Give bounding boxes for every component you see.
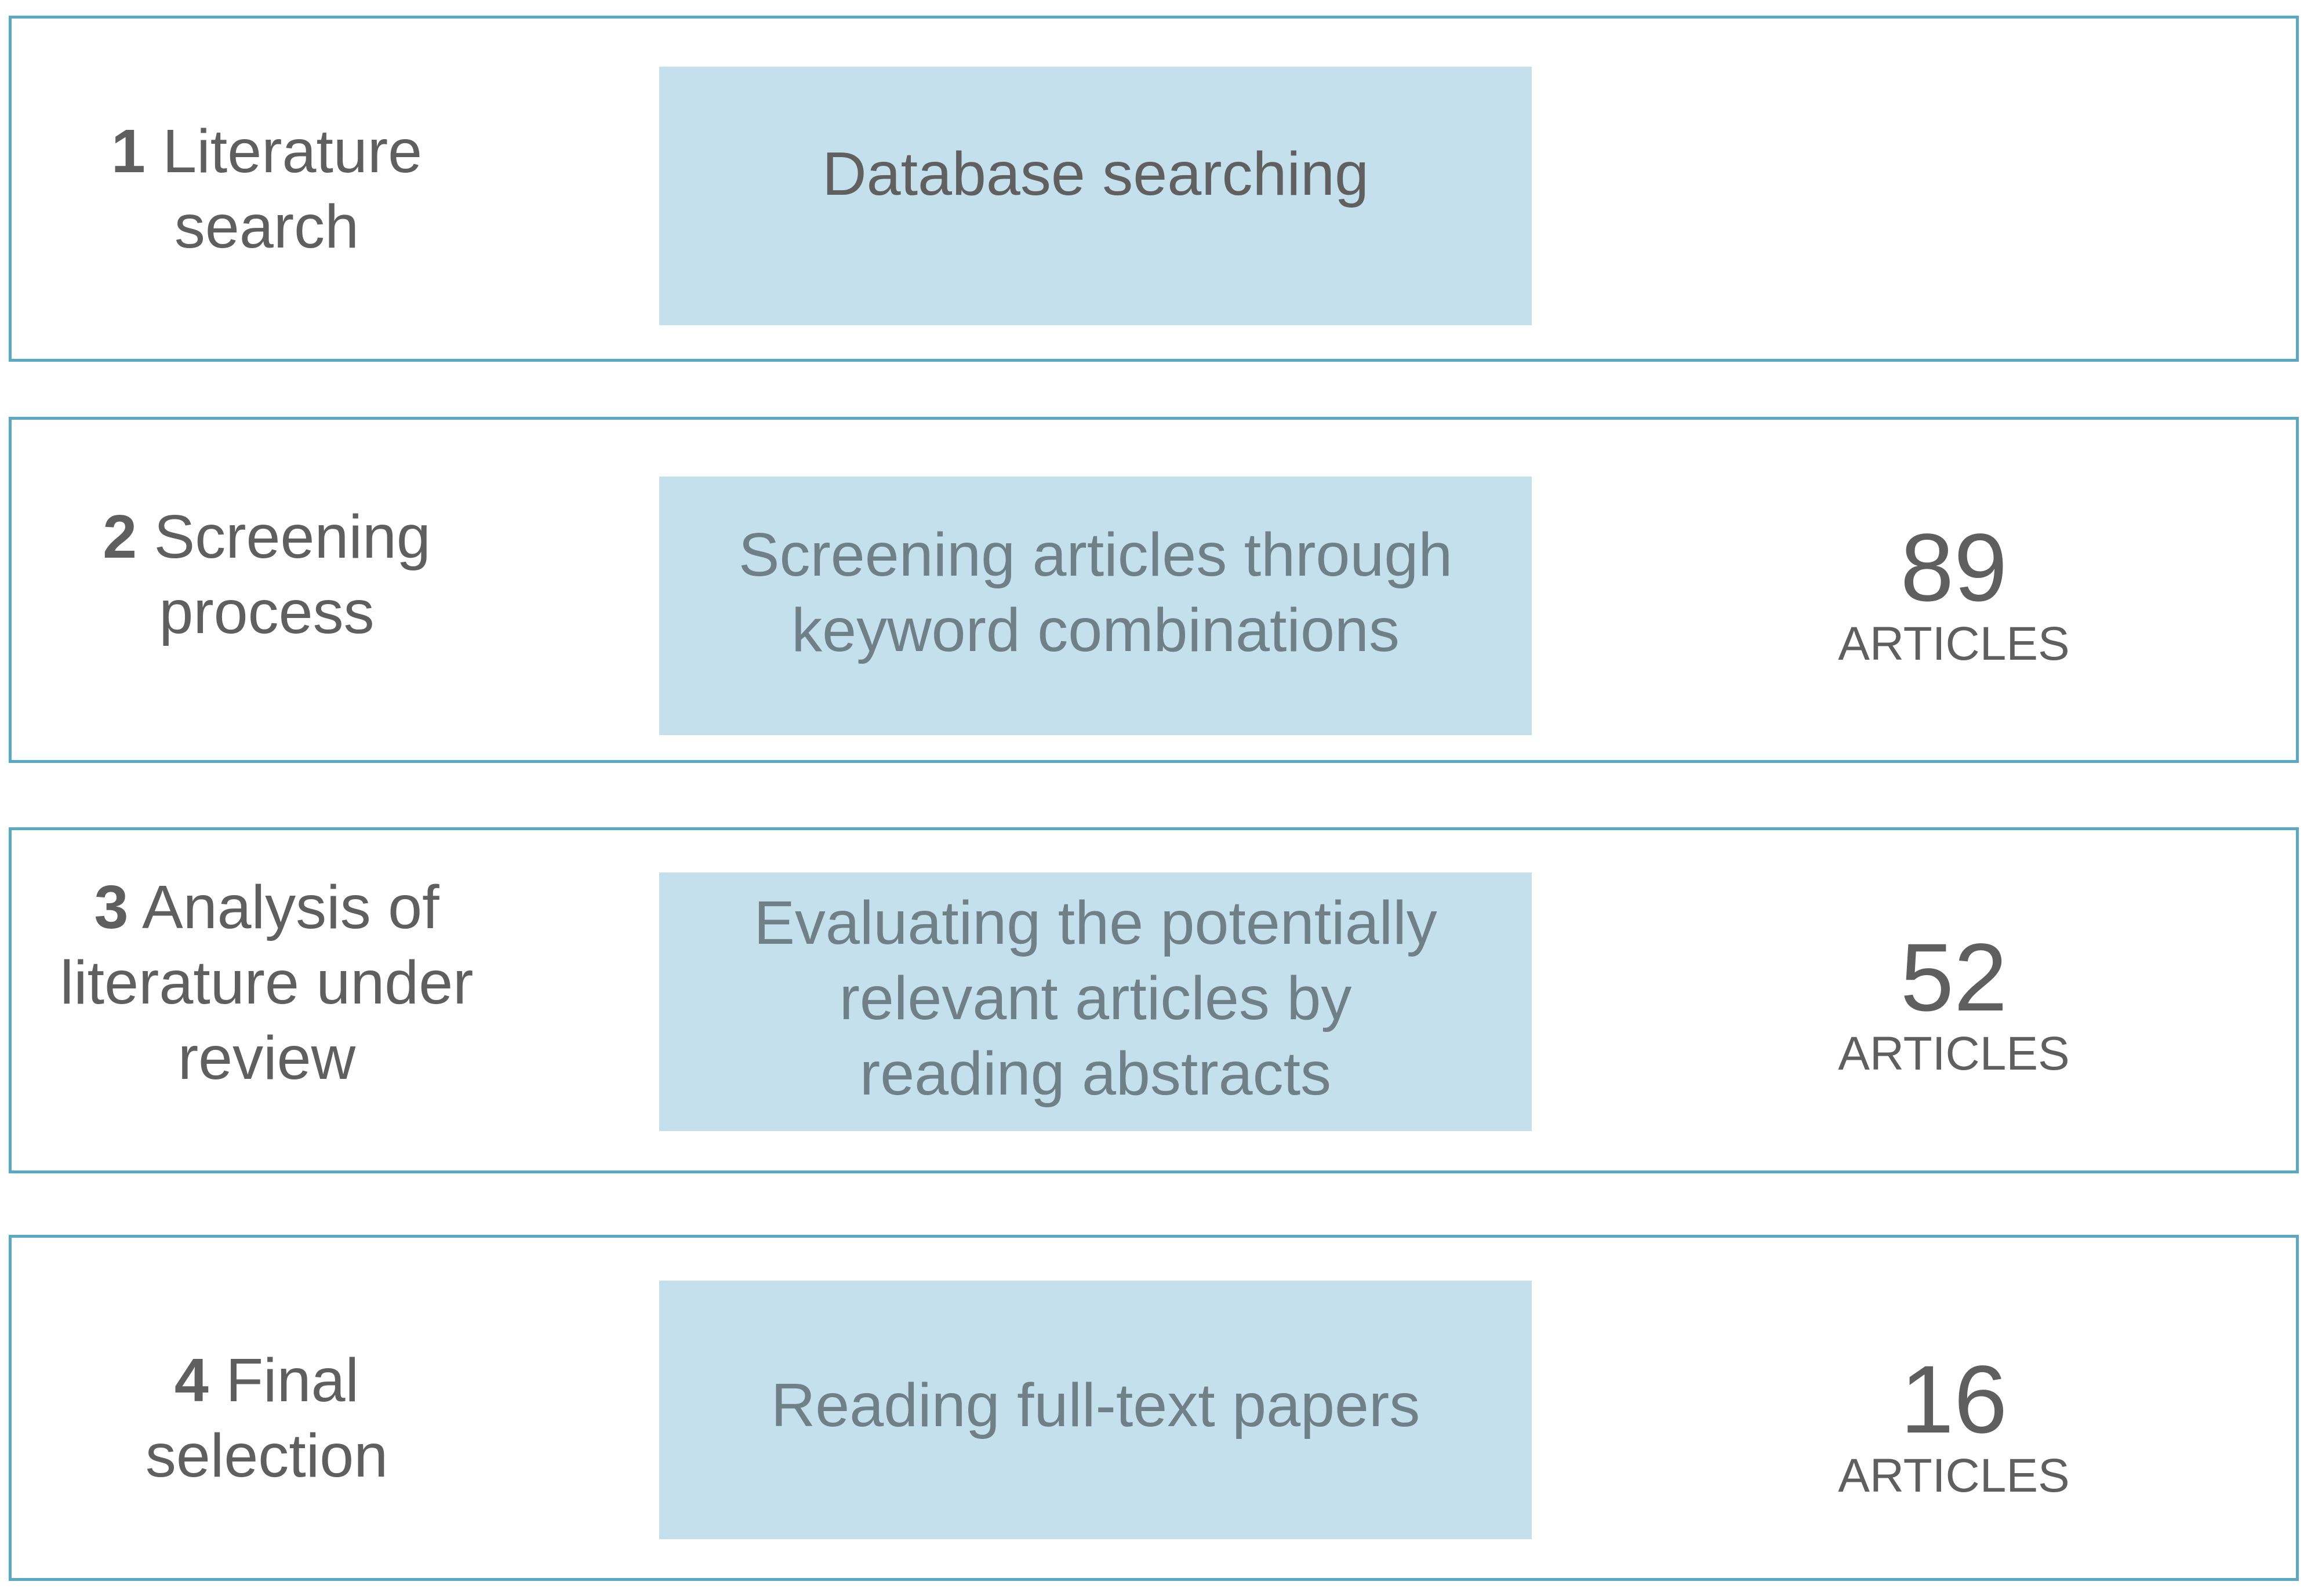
stage-2-label-line1: Screening [154, 502, 431, 571]
stage-1-label-line2: search [174, 192, 359, 261]
stage-3-process-line1: Evaluating the potentially [754, 889, 1437, 957]
stage-1-process-line1: Database searching [822, 140, 1369, 208]
stage-4-count: 16 ARTICLES [1768, 1351, 2139, 1503]
stage-3-count-unit: ARTICLES [1838, 1027, 2070, 1080]
stage-4-label-line1: Final [226, 1346, 359, 1415]
stage-4-count-value: 16 [1900, 1346, 2008, 1453]
stage-2-process-line1: Screening articles through [738, 521, 1453, 589]
stage-2-process-box: Screening articles through keyword combi… [659, 477, 1532, 735]
stage-2-label: 2 Screening process [23, 420, 510, 760]
stage-2-label-line2: process [159, 577, 375, 646]
stage-1-label: 1 Literature search [23, 19, 510, 359]
stage-3-label: 3 Analysis of literature under review [23, 830, 510, 1170]
stage-3-process-box: Evaluating the potentially relevant arti… [659, 872, 1532, 1131]
stage-3-count-value: 52 [1900, 924, 2008, 1031]
stage-1-process-box: Database searching [659, 67, 1532, 325]
stage-2-count-unit: ARTICLES [1838, 617, 2070, 670]
stage-4-label-line2: selection [145, 1421, 388, 1490]
stage-4-label: 4 Final selection [23, 1238, 510, 1578]
stage-3-label-line3: review [177, 1023, 356, 1092]
stage-1-label-line1: Literature [162, 117, 423, 186]
stage-3-label-line1: Analysis of [142, 872, 439, 941]
stage-3-count: 52 ARTICLES [1768, 929, 2139, 1081]
stage-3-process-line2: relevant articles by [839, 964, 1352, 1033]
stage-2-process-line2: keyword combinations [791, 596, 1400, 664]
stage-4-count-unit: ARTICLES [1838, 1449, 2070, 1502]
stage-4-process-line1: Reading full-text papers [771, 1371, 1420, 1439]
stage-2-count: 89 ARTICLES [1768, 519, 2139, 671]
stage-2-count-value: 89 [1900, 514, 2008, 621]
stage-2-number: 2 [103, 502, 137, 571]
stage-4-process-box: Reading full-text papers [659, 1281, 1532, 1539]
stage-3-label-line2: literature under [60, 948, 474, 1017]
stage-3-process-line3: reading abstracts [859, 1039, 1332, 1108]
stage-1-number: 1 [111, 117, 146, 186]
stage-4-number: 4 [174, 1346, 209, 1415]
stage-3-number: 3 [94, 872, 129, 941]
